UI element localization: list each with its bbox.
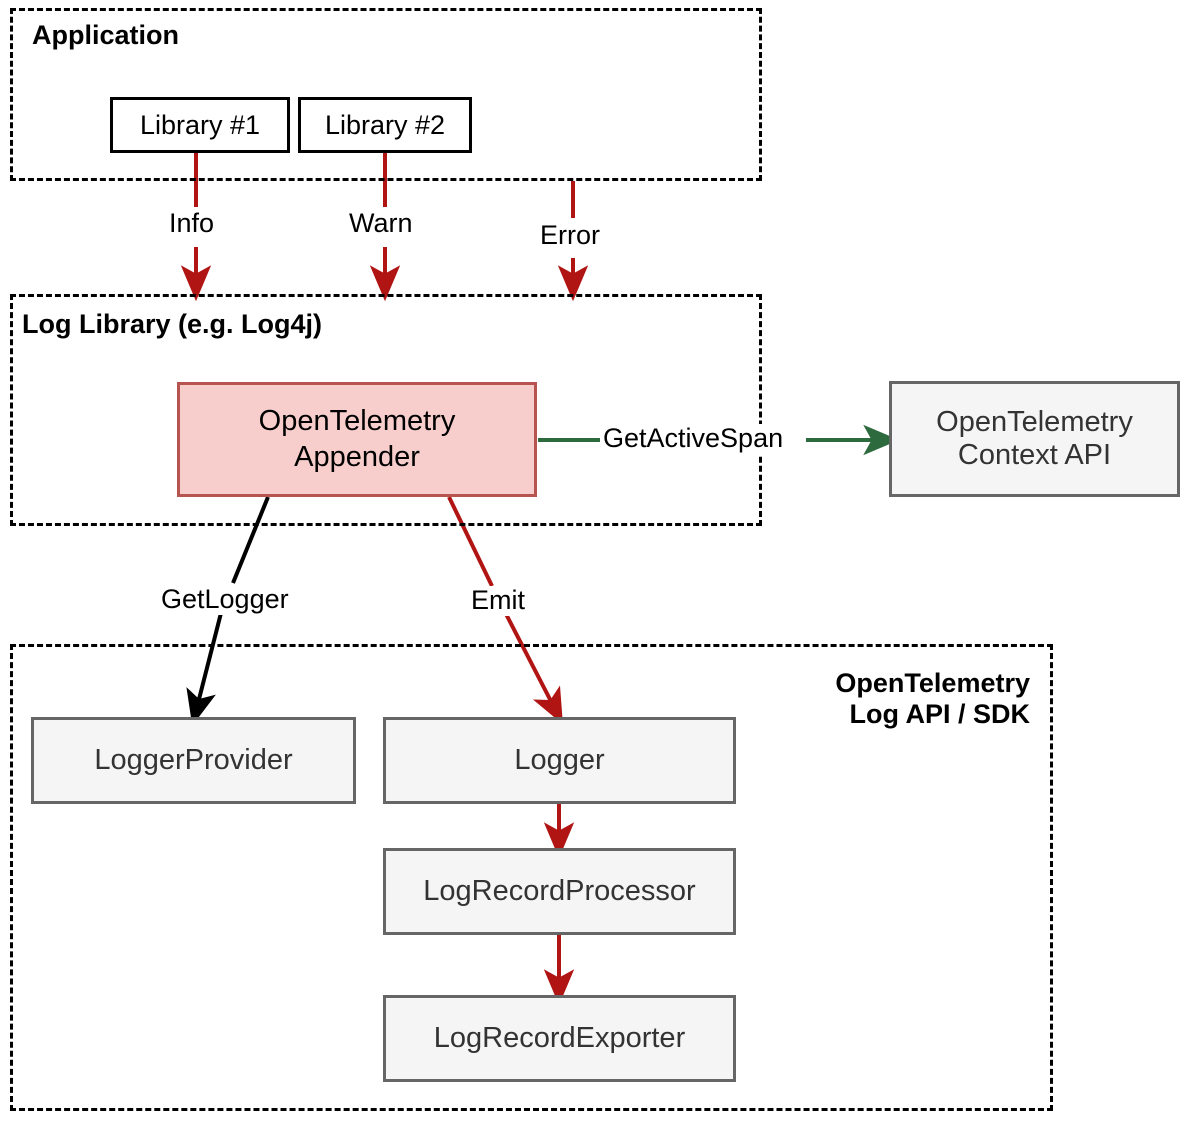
node-opentelemetry-context-api-label: OpenTelemetry Context API xyxy=(936,405,1133,471)
node-library-2[interactable]: Library #2 xyxy=(298,97,472,153)
node-opentelemetry-appender-label: OpenTelemetry Appender xyxy=(258,405,456,473)
node-library-1[interactable]: Library #1 xyxy=(110,97,290,153)
node-library-1-label: Library #1 xyxy=(139,109,261,140)
group-otel-log-sdk xyxy=(10,644,1053,1111)
edge-label-get-logger: GetLogger xyxy=(158,584,292,615)
group-log-library xyxy=(10,294,762,526)
edge-label-get-active-span: GetActiveSpan xyxy=(600,423,787,454)
group-otel-log-sdk-title: OpenTelemetry Log API / SDK xyxy=(835,668,1030,730)
group-application xyxy=(10,8,762,181)
node-logger[interactable]: Logger xyxy=(383,717,736,804)
node-logger-provider-label: LoggerProvider xyxy=(94,743,293,776)
node-log-record-processor-label: LogRecordProcessor xyxy=(423,874,696,907)
node-logger-provider[interactable]: LoggerProvider xyxy=(31,717,356,804)
group-log-library-title: Log Library (e.g. Log4j) xyxy=(22,309,323,339)
node-log-record-exporter[interactable]: LogRecordExporter xyxy=(383,995,736,1082)
edge-label-info: Info xyxy=(166,208,218,239)
node-log-record-processor[interactable]: LogRecordProcessor xyxy=(383,848,736,935)
group-application-title: Application xyxy=(32,20,179,50)
node-library-2-label: Library #2 xyxy=(324,109,446,140)
edge-label-error: Error xyxy=(537,220,603,251)
node-opentelemetry-appender[interactable]: OpenTelemetry Appender xyxy=(177,382,537,497)
node-logger-label: Logger xyxy=(514,743,605,776)
edge-label-emit: Emit xyxy=(468,585,528,616)
node-opentelemetry-context-api[interactable]: OpenTelemetry Context API xyxy=(889,381,1180,497)
node-log-record-exporter-label: LogRecordExporter xyxy=(433,1021,686,1054)
edge-label-warn: Warn xyxy=(346,208,416,239)
